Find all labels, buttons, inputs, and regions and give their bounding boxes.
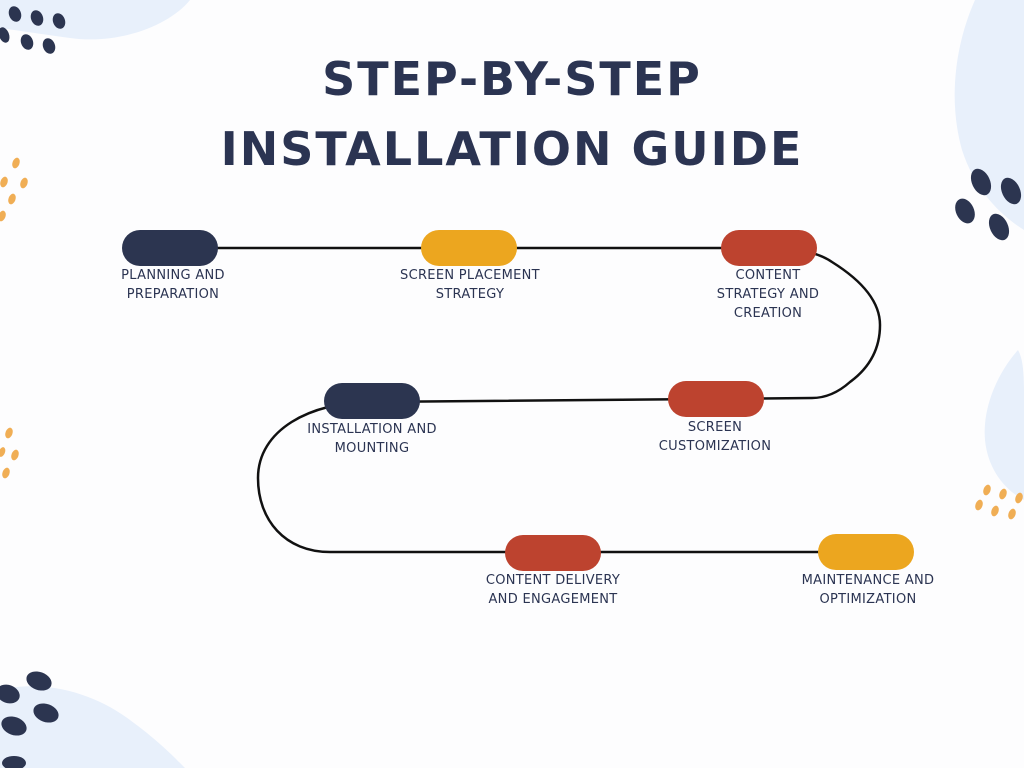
step-marker-content-delivery [505,535,601,571]
step-marker-planning [122,230,218,266]
step-label-screen-customization: SCREEN CUSTOMIZATION [658,420,772,454]
page-title-line-1: STEP-BY-STEP [322,52,702,106]
step-label-installation: INSTALLATION AND MOUNTING [307,422,437,456]
step-label-planning: PLANNING AND PREPARATION [121,268,225,302]
step-label-maintenance: MAINTENANCE AND OPTIMIZATION [801,573,935,607]
page-title-line-2: INSTALLATION GUIDE [220,122,804,176]
step-marker-screen-placement [421,230,517,266]
step-marker-screen-customization [668,381,764,417]
step-marker-installation [324,383,420,419]
step-label-content-delivery: CONTENT DELIVERY AND ENGAGEMENT [485,573,621,607]
step-label-screen-placement: SCREEN PLACEMENT STRATEGY [400,268,540,302]
step-marker-content-strategy [721,230,817,266]
step-label-content-strategy: CONTENT STRATEGY AND CREATION [716,268,820,321]
step-marker-maintenance [818,534,914,570]
